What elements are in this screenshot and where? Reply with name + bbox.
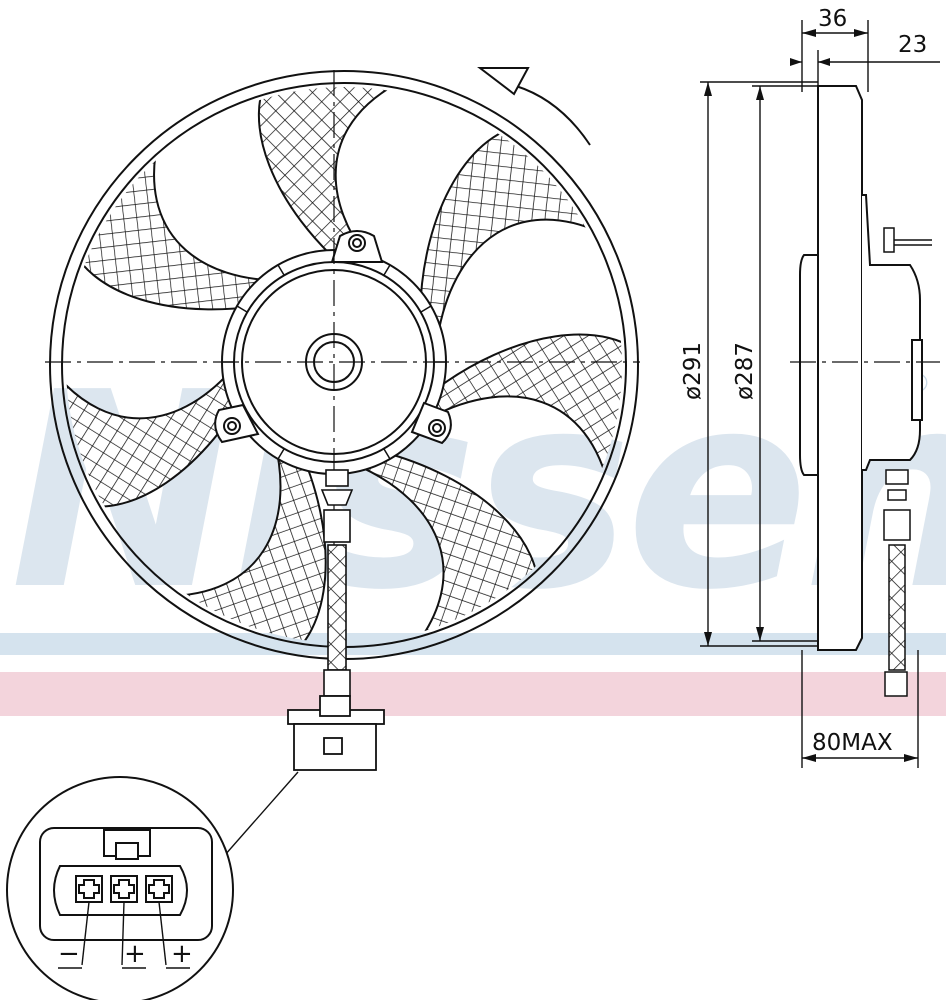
dimension-depth-rim: 23	[898, 32, 927, 58]
side-cable	[883, 469, 911, 697]
lug-hole	[227, 421, 237, 431]
fan-front-view	[49, 70, 639, 660]
pin-label-1: −	[58, 939, 80, 969]
fan-blade	[429, 333, 622, 494]
detail-pin	[145, 875, 173, 903]
blade-profile	[799, 254, 819, 476]
shroud-profile	[817, 85, 863, 651]
detail-pin	[75, 875, 103, 903]
side-bracket	[883, 227, 932, 253]
rotation-direction-arrow	[477, 67, 591, 146]
dimension-lines	[700, 20, 940, 768]
dimension-depth-total: 36	[818, 6, 847, 32]
mounting-lug-left	[214, 403, 260, 444]
watermark-band-red	[0, 672, 946, 716]
pin-label-2: +	[124, 939, 146, 969]
fan-blade	[66, 354, 255, 508]
dimension-diameter-outer: ø291	[680, 342, 706, 400]
lug-hole	[352, 238, 362, 248]
lug-hole	[223, 417, 241, 435]
power-cable	[320, 469, 354, 697]
connector-detail	[6, 776, 234, 1000]
dimension-arrowheads	[704, 29, 918, 762]
lug-hole	[348, 234, 366, 252]
motor-end-cap	[911, 339, 923, 421]
dimension-max-depth: 80MAX	[812, 730, 893, 756]
pin-label-3: +	[171, 939, 193, 969]
pin-leaders	[58, 901, 190, 969]
lug-hole	[432, 423, 442, 433]
lug-hole	[428, 419, 446, 437]
dimension-diameter-inner: ø287	[732, 342, 758, 400]
fan-side-view	[799, 85, 932, 697]
detail-pin	[110, 875, 138, 903]
connector-plug	[287, 695, 385, 771]
